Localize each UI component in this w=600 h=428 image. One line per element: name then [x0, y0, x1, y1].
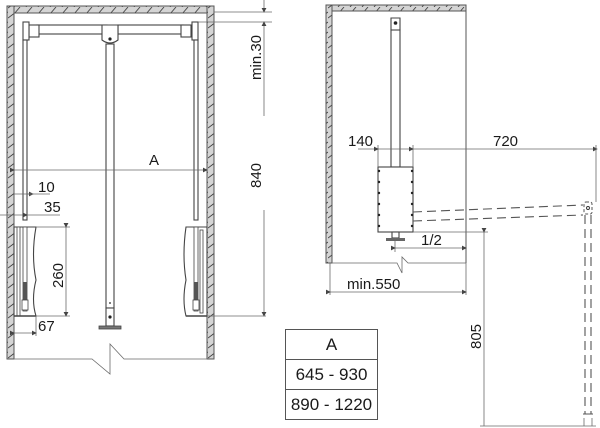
dim-half: 1/2 [391, 232, 467, 252]
label-67: 67 [38, 318, 55, 335]
dim-A: A [10, 152, 208, 173]
label-min550: min.550 [347, 276, 400, 293]
dim-140-720: 140 720 [348, 133, 598, 202]
dim-67: 67 [10, 316, 55, 336]
side-break-line [332, 256, 466, 274]
side-pole [390, 17, 401, 168]
side-cabinet [325, 4, 467, 264]
right-arm-housing [183, 226, 208, 317]
extended-arm [412, 201, 593, 415]
dim-260: 260 [36, 223, 70, 317]
dim-840: 840 [207, 30, 267, 317]
label-min30: min.30 [248, 35, 265, 80]
label-A: A [149, 152, 159, 169]
right-rod [193, 39, 199, 221]
cabinet-walls [6, 5, 215, 360]
front-view: min.30 840 A 10 35 [0, 0, 272, 375]
table-row: 890 - 1220 [285, 389, 378, 420]
left-arm-housing [13, 226, 37, 317]
top-rail [22, 21, 199, 44]
side-view: 140 720 1/2 min.550 805 [325, 4, 598, 427]
left-rod [22, 39, 28, 221]
label-260: 260 [50, 263, 67, 288]
mechanism-box [377, 166, 414, 241]
dim-805: 805 [413, 228, 596, 427]
label-140: 140 [348, 133, 373, 150]
label-840: 840 [248, 163, 265, 188]
label-805: 805 [468, 324, 485, 349]
dim-10: 10 [14, 179, 55, 197]
dim-35: 35 [0, 199, 61, 218]
break-line [14, 342, 207, 375]
table-header: A [285, 329, 378, 360]
dim-min30: min.30 [198, 0, 272, 80]
label-10: 10 [38, 179, 55, 196]
dim-min550: min.550 [326, 263, 467, 295]
table-row: 645 - 930 [285, 359, 378, 390]
label-720: 720 [493, 133, 518, 150]
center-pole [98, 43, 122, 330]
label-half: 1/2 [421, 232, 442, 249]
label-35: 35 [44, 199, 61, 216]
